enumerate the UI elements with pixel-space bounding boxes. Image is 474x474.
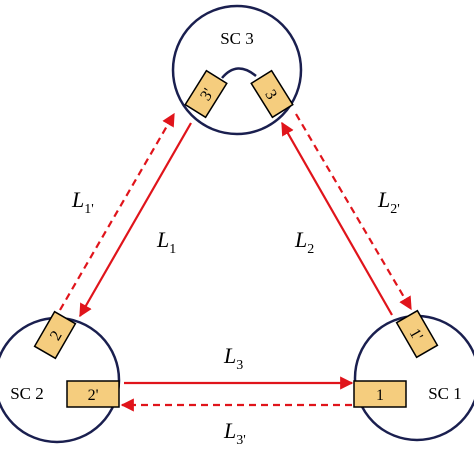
optical-bench-3-prime: 3' (184, 69, 228, 119)
optical-bench-3: 3 (250, 69, 294, 119)
spacecraft-3-inner-arc (221, 67, 257, 79)
optical-bench-2: 2 (33, 310, 77, 360)
optical-bench-1: 1 (353, 380, 407, 408)
link-l2-prime-label: L2' (377, 187, 400, 217)
spacecraft-1-label: SC 1 (428, 384, 462, 403)
optical-bench-1-prime: 1' (395, 309, 439, 359)
link-l2 (281, 121, 393, 316)
spacecraft-2-label: SC 2 (10, 384, 44, 403)
link-l2-prime (295, 113, 412, 311)
link-l3-prime-label: L3' (223, 418, 246, 448)
link-l3-label: L3 (223, 343, 243, 373)
spacecraft-3-label: SC 3 (220, 29, 254, 48)
link-l1-prime (59, 112, 175, 311)
link-l1-label: L1 (156, 227, 176, 257)
link-l1 (79, 122, 192, 318)
link-l2-label: L2 (294, 227, 314, 257)
optical-bench-2-prime: 2' (66, 380, 120, 408)
optical-bench-2-prime-label: 2' (88, 387, 99, 404)
link-l1-prime-label: L1' (71, 187, 94, 217)
spacecraft-3-circle (171, 4, 303, 136)
optical-bench-1-label: 1 (376, 387, 384, 404)
